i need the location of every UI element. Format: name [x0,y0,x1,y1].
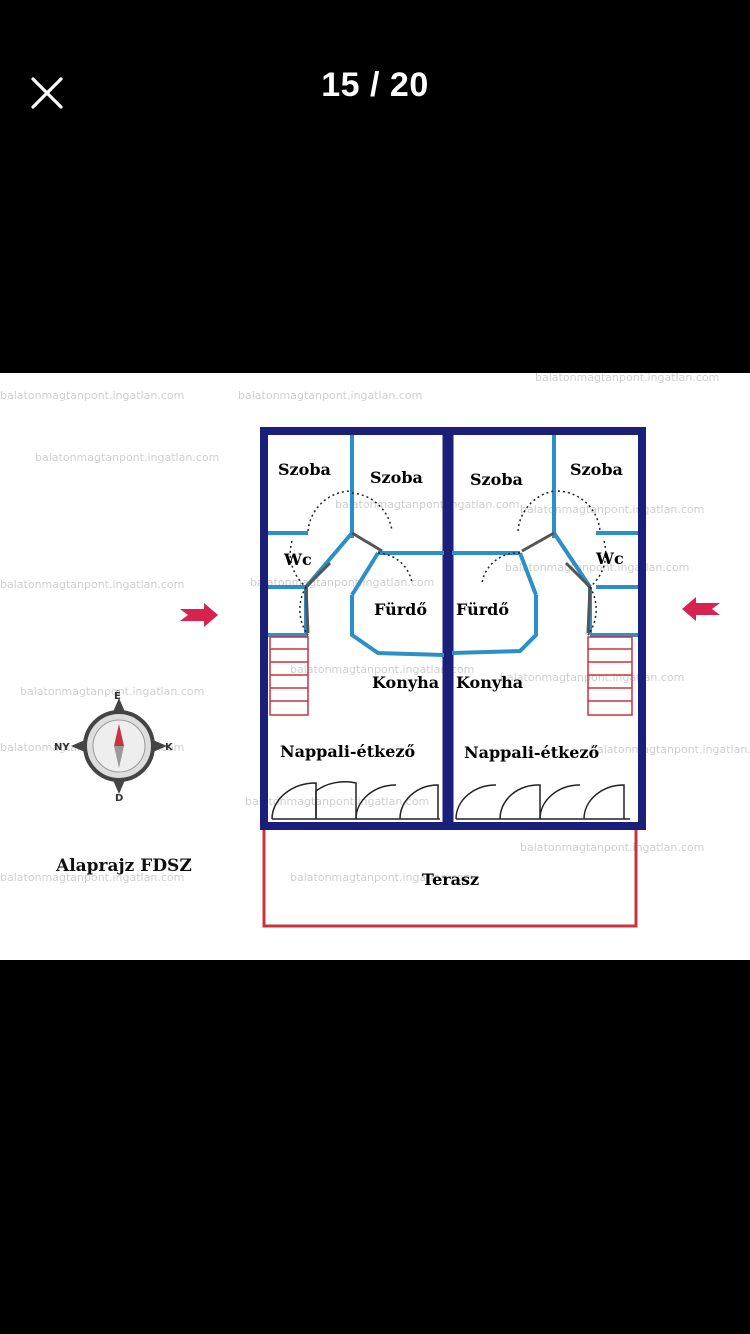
door-swings [289,490,607,636]
inner-walls-right [451,435,638,655]
svg-text:balatonmagtanpont.ingatlan.com: balatonmagtanpont.ingatlan.com [290,871,474,884]
svg-text:balatonmagtanpont.ingatlan.com: balatonmagtanpont.ingatlan.com [590,743,750,756]
entrance-arrow-left-icon [180,603,218,627]
compass-east: K [165,742,174,753]
room-right-furdo: Fürdő [456,600,509,619]
svg-text:balatonmagtanpont.ingatlan.com: balatonmagtanpont.ingatlan.com [290,663,474,676]
room-left-szoba-2: Szoba [370,468,423,487]
svg-text:balatonmagtanpont.ingatlan.com: balatonmagtanpont.ingatlan.com [520,503,704,516]
close-button[interactable] [22,70,72,116]
compass-north: É [114,689,121,702]
svg-text:balatonmagtanpont.ingatlan.com: balatonmagtanpont.ingatlan.com [238,389,422,402]
compass-west: NY [54,742,70,753]
room-left-wc: Wc [283,550,312,569]
stairs-left [269,636,309,716]
stairs-right [587,636,633,716]
room-left-nappali: Nappali-étkező [280,742,415,761]
image-counter: 15 / 20 [321,66,429,104]
svg-text:balatonmagtanpont.ingatlan.com: balatonmagtanpont.ingatlan.com [35,451,219,464]
room-right-nappali: Nappali-étkező [464,743,599,762]
svg-text:balatonmagtanpont.ingatlan.com: balatonmagtanpont.ingatlan.com [535,373,719,384]
room-right-konyha: Konyha [456,673,523,692]
viewer-header: 15 / 20 [0,0,750,180]
svg-text:balatonmagtanpont.ingatlan.com: balatonmagtanpont.ingatlan.com [0,389,184,402]
terrace-label: Terasz [422,870,479,889]
floor-plan-svg: balatonmagtanpont.ingatlan.com balatonma… [0,373,750,960]
compass-icon [71,698,167,794]
room-right-wc: Wc [595,549,624,568]
room-right-szoba-2: Szoba [570,460,623,479]
compass-south: D [115,793,123,804]
room-left-konyha: Konyha [372,673,439,692]
room-left-furdo: Fürdő [374,600,427,619]
svg-text:balatonmagtanpont.ingatlan.com: balatonmagtanpont.ingatlan.com [0,871,184,884]
close-icon [31,77,63,109]
svg-text:balatonmagtanpont.ingatlan.com: balatonmagtanpont.ingatlan.com [20,685,204,698]
floor-plan-image[interactable]: balatonmagtanpont.ingatlan.com balatonma… [0,373,750,960]
patio-doors [271,781,630,820]
svg-text:balatonmagtanpont.ingatlan.com: balatonmagtanpont.ingatlan.com [335,498,519,511]
svg-text:balatonmagtanpont.ingatlan.com: balatonmagtanpont.ingatlan.com [520,841,704,854]
outer-walls [260,427,646,830]
svg-text:balatonmagtanpont.ingatlan.com: balatonmagtanpont.ingatlan.com [245,795,429,808]
room-left-szoba-1: Szoba [278,460,331,479]
entrance-arrow-right-icon [682,597,720,621]
plan-title: Alaprajz FDSZ [55,856,192,876]
room-right-szoba-1: Szoba [470,470,523,489]
svg-text:balatonmagtanpont.ingatlan.com: balatonmagtanpont.ingatlan.com [500,671,684,684]
svg-text:balatonmagtanpont.ingatlan.com: balatonmagtanpont.ingatlan.com [0,578,184,591]
